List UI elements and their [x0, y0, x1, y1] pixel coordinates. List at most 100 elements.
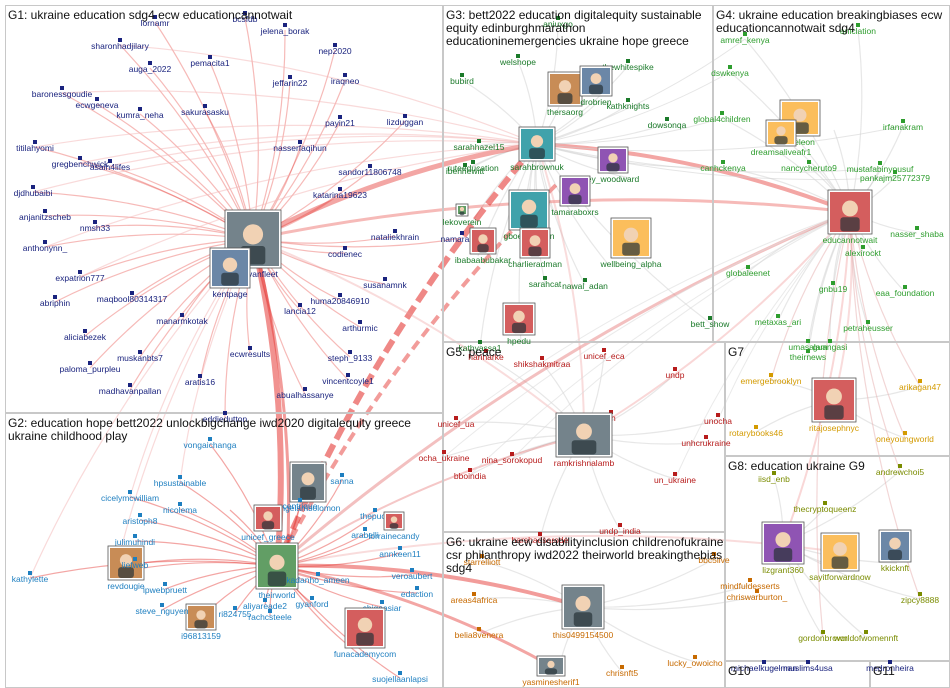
node-label[interactable]: iraqneo — [331, 76, 360, 86]
node-marker-julimuhindi[interactable] — [133, 534, 137, 538]
node-label[interactable]: ruteeducation — [447, 163, 499, 173]
node-label[interactable]: guangasi — [813, 342, 848, 352]
node-label[interactable]: global4children — [693, 114, 750, 124]
node-label[interactable]: edaction — [401, 589, 433, 599]
node-marker-nicolema[interactable] — [178, 502, 182, 506]
node-avatar-kentpage[interactable] — [209, 247, 251, 289]
node-label[interactable]: i96813159 — [181, 631, 221, 641]
node-marker-welshope[interactable] — [516, 54, 520, 58]
node-label[interactable]: katarina19623 — [313, 190, 367, 200]
node-avatar-ibabaabubakar[interactable] — [469, 227, 497, 255]
node-label[interactable]: bett_show — [691, 319, 731, 329]
node-label[interactable]: zipcy8888 — [901, 595, 940, 605]
node-marker-iraqneo[interactable] — [343, 73, 347, 77]
node-label[interactable]: liefweb — [122, 560, 149, 570]
node-label[interactable]: muslims4usa — [783, 663, 833, 673]
node-marker-gyanford[interactable] — [310, 596, 314, 600]
node-label[interactable]: eddiedutton — [203, 414, 248, 424]
node-label[interactable]: nasserfaqihun — [273, 143, 327, 153]
node-label[interactable]: charlieradman — [508, 259, 562, 269]
node-label[interactable]: payin21 — [325, 118, 355, 128]
node-label[interactable]: steph_9133 — [328, 353, 373, 363]
node-label[interactable]: arabelli — [351, 530, 379, 540]
node-marker-ruteeducation[interactable] — [471, 160, 475, 164]
node-label[interactable]: gnbu19 — [819, 284, 848, 294]
node-marker-oneyoungworld[interactable] — [903, 431, 907, 435]
node-label[interactable]: yasminesherif1 — [522, 677, 579, 687]
node-label[interactable]: veroaubert — [392, 571, 433, 581]
node-label[interactable]: susanamnk — [363, 280, 407, 290]
node-marker-centrique[interactable] — [298, 498, 302, 502]
node-label[interactable]: julimuhindi — [114, 537, 155, 547]
node-marker-kumra_neha[interactable] — [138, 107, 142, 111]
node-marker-ecwresults[interactable] — [248, 346, 252, 350]
node-label[interactable]: lekoverein — [443, 217, 482, 227]
node-label[interactable]: sandor11806748 — [338, 167, 401, 177]
node-label[interactable]: sakurasasku — [181, 107, 229, 117]
node-label[interactable]: un_ukraine — [654, 475, 696, 485]
node-marker-anthonynn_[interactable] — [43, 240, 47, 244]
node-marker-nataliekhrain[interactable] — [393, 229, 397, 233]
node-marker-hpsustainable[interactable] — [178, 475, 182, 479]
node-label[interactable]: lucky_owoicho — [667, 658, 723, 668]
node-label[interactable]: unicef_ua — [438, 419, 475, 429]
node-label[interactable]: harshadsarode — [512, 535, 569, 545]
node-marker-metaxas_ari[interactable] — [776, 314, 780, 318]
node-marker-paloma_purpleu[interactable] — [88, 361, 92, 365]
node-label[interactable]: vincentcoyle1 — [322, 376, 374, 386]
node-marker-bcsfdb[interactable] — [243, 11, 247, 15]
node-label[interactable]: kkicknft — [881, 563, 910, 573]
node-label[interactable]: chrisnft5 — [606, 668, 638, 678]
node-label[interactable]: lornamr — [141, 18, 170, 28]
node-label[interactable]: shikshakmitraa — [514, 359, 571, 369]
node-marker-un_ukraine[interactable] — [673, 472, 677, 476]
node-marker-jeffarin22[interactable] — [288, 75, 292, 79]
node-label[interactable]: centrique — [283, 501, 318, 511]
node-marker-sharonhadjilary[interactable] — [118, 38, 122, 42]
node-marker-manarmkotak[interactable] — [180, 313, 184, 317]
node-marker-unicef_ua[interactable] — [454, 416, 458, 420]
node-label[interactable]: sarahbrownuk — [510, 162, 564, 172]
node-marker-theirnews[interactable] — [806, 349, 810, 353]
node-label[interactable]: sarahhazel15 — [453, 142, 504, 152]
node-marker-namara284[interactable] — [460, 231, 464, 235]
node-marker-rotarybooks46[interactable] — [754, 425, 758, 429]
node-label[interactable]: undp — [666, 370, 685, 380]
node-marker-belia8venera[interactable] — [477, 627, 481, 631]
node-label[interactable]: bbc5live — [698, 555, 729, 565]
node-label[interactable]: arikagan47 — [899, 382, 941, 392]
node-marker-anjanitzscheb[interactable] — [43, 209, 47, 213]
node-avatar-lorrainecandy[interactable] — [383, 511, 405, 531]
node-label[interactable]: titilahyomi — [16, 143, 54, 153]
node-label[interactable]: medronheira — [866, 663, 914, 673]
node-label[interactable]: dreamsaliveafr1 — [751, 147, 812, 157]
node-label[interactable]: thersaorg — [547, 107, 583, 117]
node-label[interactable]: emergebrooklyn — [741, 376, 802, 386]
node-marker-dswkenya[interactable] — [728, 65, 732, 69]
node-label[interactable]: unocha — [704, 416, 732, 426]
node-label[interactable]: dswkenya — [711, 68, 749, 78]
node-label[interactable]: anjanitzscheb — [19, 212, 71, 222]
node-marker-aratis16[interactable] — [198, 374, 202, 378]
node-avatar-hpedu[interactable] — [502, 302, 536, 336]
node-marker-worldofwomennft[interactable] — [864, 630, 868, 634]
node-avatar-tamaraboxrs[interactable] — [559, 175, 591, 207]
node-marker-arikagan47[interactable] — [918, 379, 922, 383]
node-label[interactable]: kathylette — [12, 574, 49, 584]
node-marker-aliciabezek[interactable] — [83, 329, 87, 333]
node-avatar-lizgrant360[interactable] — [761, 521, 805, 565]
node-label[interactable]: nmsh33 — [80, 223, 111, 233]
node-marker-lucky_owoicho[interactable] — [693, 655, 697, 659]
node-marker-payin21[interactable] — [338, 115, 342, 119]
node-label[interactable]: thepuck — [360, 511, 391, 521]
node-label[interactable]: jelena_borak — [260, 26, 310, 36]
node-label[interactable]: ri824755 — [218, 609, 251, 619]
node-label[interactable]: canhckenya — [700, 163, 746, 173]
node-label[interactable]: aratis16 — [185, 377, 216, 387]
node-marker-cicelymcwilliam[interactable] — [128, 490, 132, 494]
node-marker-lancia12[interactable] — [298, 303, 302, 307]
node-marker-unicef_eca[interactable] — [602, 348, 606, 352]
node-label[interactable]: undp_india — [599, 526, 641, 536]
node-label[interactable]: ritajosephnyc — [809, 423, 860, 433]
node-label[interactable]: huma20846910 — [310, 296, 369, 306]
